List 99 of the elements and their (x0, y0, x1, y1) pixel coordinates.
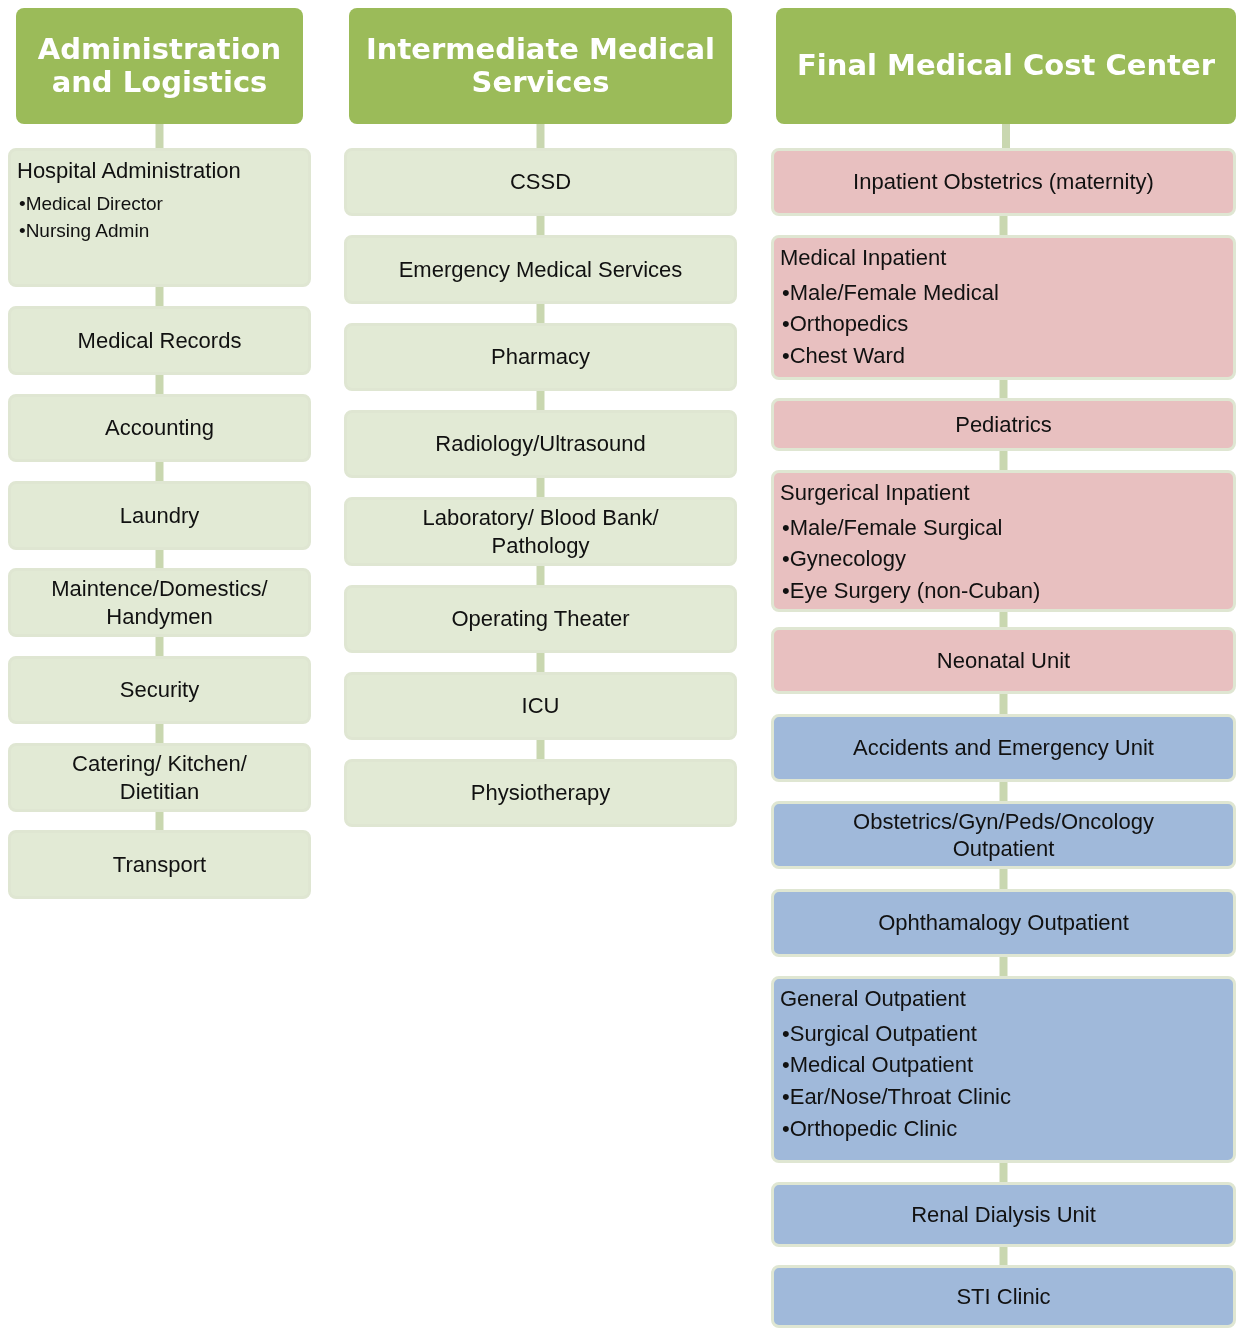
connector-line (536, 124, 545, 148)
department-name: Pediatrics (955, 410, 1052, 439)
department-name: Hospital Administration (17, 157, 241, 185)
department-name: Transport (112, 850, 207, 879)
department-box (771, 976, 1236, 1163)
department-name: Emergency Medical Services (398, 255, 683, 284)
department-box (8, 830, 311, 899)
connector-line (999, 1247, 1008, 1265)
bullet-item: •Medical Director (19, 191, 163, 216)
column-header (16, 8, 303, 124)
department-box (344, 585, 737, 653)
bullet-item: •Surgical Outpatient (782, 1019, 978, 1048)
connector-line (999, 957, 1008, 976)
department-box (771, 627, 1236, 694)
department-box (771, 1182, 1236, 1247)
connector-line (536, 478, 545, 497)
department-box (8, 306, 311, 375)
connector-line (536, 391, 545, 410)
department-name: Pharmacy (490, 343, 590, 371)
bullet-item: •Nursing Admin (19, 219, 151, 244)
column-header (349, 8, 732, 124)
department-name: Laundry (119, 501, 200, 530)
department-box (771, 398, 1236, 451)
connector-line (999, 869, 1008, 889)
department-name: Surgerical Inpatient (780, 479, 970, 507)
connector-line (999, 1163, 1008, 1182)
department-name: Radiology/Ultrasound (435, 430, 646, 458)
department-box (344, 148, 737, 216)
bullet-item: •Gynecology (782, 545, 907, 574)
header-title: Administration and Logistics (36, 32, 283, 100)
department-name: STI Clinic (956, 1282, 1051, 1311)
department-box (771, 148, 1236, 216)
connector-line (155, 375, 164, 394)
department-name: Accounting (105, 414, 214, 442)
department-box (344, 672, 737, 740)
department-box (8, 148, 311, 287)
department-name: CSSD (509, 168, 572, 196)
department-box (344, 497, 737, 566)
bullet-item: •Male/Female Medical (782, 278, 999, 307)
bullet-item: •Male/Female Surgical (782, 513, 1004, 542)
column-header (776, 8, 1236, 124)
connector-line (536, 304, 545, 323)
department-name: Medical Records (77, 326, 242, 355)
connector-line (999, 380, 1008, 398)
department-box (8, 568, 311, 637)
connector-line (536, 653, 545, 672)
department-name: Maintence/Domestics/ Handymen (50, 575, 269, 630)
bullet-item: •Eye Surgery (non-Cuban) (782, 577, 1041, 606)
connector-line (155, 287, 164, 306)
department-box (771, 801, 1236, 869)
connector-line (536, 216, 545, 235)
department-name: ICU (521, 692, 560, 720)
connector-line (155, 462, 164, 481)
department-name: Laboratory/ Blood Bank/ Pathology (421, 504, 660, 559)
department-box (771, 235, 1236, 380)
header-title: Intermediate Medical Services (365, 32, 716, 100)
department-box (771, 714, 1236, 782)
connector-line (155, 124, 164, 148)
bullet-item: •Orthopedics (782, 310, 910, 339)
department-box (8, 481, 311, 550)
bullet-item: •Ear/Nose/Throat Clinic (782, 1083, 1011, 1112)
department-name: Physiotherapy (470, 779, 611, 807)
department-name: Catering/ Kitchen/ Dietitian (71, 750, 248, 805)
bullet-item: •Orthopedic Clinic (782, 1115, 959, 1144)
department-box (771, 470, 1236, 612)
connector-line (155, 724, 164, 743)
connector-line (999, 612, 1008, 627)
department-name: Medical Inpatient (780, 244, 947, 272)
department-name: Accidents and Emergency Unit (853, 734, 1154, 762)
department-name: Obstetrics/Gyn/Peds/Oncology Outpatient (852, 807, 1155, 863)
bullet-item: •Medical Outpatient (782, 1051, 975, 1080)
header-title: Final Medical Cost Center (797, 49, 1215, 83)
department-box (344, 410, 737, 478)
connector-line (536, 740, 545, 759)
department-name: Operating Theater (451, 605, 630, 633)
connector-line (999, 216, 1008, 235)
connector-line (1002, 124, 1010, 148)
department-box (771, 1265, 1236, 1328)
department-name: Inpatient Obstetrics (maternity) (853, 168, 1154, 196)
connector-line (999, 451, 1008, 470)
department-box (344, 235, 737, 304)
department-box (8, 394, 311, 462)
department-box (771, 889, 1236, 957)
department-name: Renal Dialysis Unit (911, 1200, 1096, 1229)
connector-line (155, 550, 164, 568)
department-box (8, 656, 311, 724)
connector-line (536, 566, 545, 585)
department-name: Neonatal Unit (936, 646, 1071, 675)
department-name: General Outpatient (780, 985, 966, 1013)
bullet-item: •Chest Ward (782, 342, 907, 371)
department-box (344, 759, 737, 827)
department-name: Security (119, 676, 200, 704)
connector-line (155, 812, 164, 830)
department-box (344, 323, 737, 391)
connector-line (999, 694, 1008, 714)
department-name: Ophthamalogy Outpatient (878, 909, 1129, 937)
department-box (8, 743, 311, 812)
connector-line (999, 782, 1008, 801)
connector-line (155, 637, 164, 656)
